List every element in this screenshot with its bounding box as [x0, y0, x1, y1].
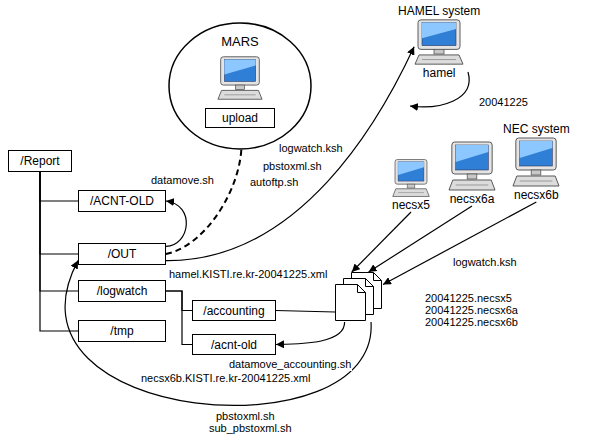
system-name: NEC system	[503, 122, 570, 136]
folder-box: /logwatch	[78, 280, 166, 302]
folder-name: /logwatch	[97, 284, 148, 298]
connector	[166, 291, 192, 345]
computer-icon	[217, 55, 263, 101]
file-name: 20041225.necsx6a	[425, 304, 518, 316]
file-name: 20041225.necsx6b	[425, 316, 518, 328]
folder-name: /accounting	[203, 304, 264, 318]
note-label: sub_pbstoxml.sh	[208, 422, 293, 435]
script-label: datamove.sh	[150, 174, 215, 187]
connector	[383, 202, 536, 285]
connector	[40, 172, 78, 291]
folder-name: /tmp	[110, 324, 133, 338]
script-label: autoftp.sh	[249, 176, 299, 189]
script-label: logwatch.ksh	[452, 256, 518, 269]
folder-box: /Report	[8, 150, 72, 172]
folder-box: /tmp	[78, 320, 166, 342]
connector	[166, 291, 192, 311]
computer-icon	[414, 18, 464, 66]
computer-icon	[512, 136, 560, 188]
file-stack: 20041225.necsx520041225.necsx6a20041225.…	[335, 272, 535, 334]
server-ellipse: MARS upload	[168, 22, 312, 150]
system-name: HAMEL system	[398, 4, 480, 18]
connector	[352, 212, 411, 272]
host-name: hamel	[423, 66, 456, 80]
folder-name: upload	[222, 111, 258, 125]
file-name: 20041225.necsx5	[425, 292, 518, 304]
connector	[40, 172, 78, 201]
computer-node: necsx5	[392, 158, 430, 212]
connector	[40, 172, 78, 254]
computer-node: NEC system necsx6b	[503, 122, 570, 202]
folder-name: /acnt-old	[211, 338, 257, 352]
computer-icon	[448, 140, 496, 192]
folder-box: /OUT	[78, 243, 166, 265]
file-stack-icon	[335, 272, 383, 322]
host-name: necsx6a	[450, 192, 495, 206]
script-label: datamove_accounting.sh	[228, 358, 352, 371]
computer-node: HAMEL system hamel	[398, 4, 480, 80]
connector	[166, 201, 186, 246]
connector	[276, 311, 335, 313]
folder-name: /Report	[20, 154, 59, 168]
folder-name: /OUT	[108, 247, 137, 261]
connector	[276, 322, 345, 345]
computer-node: necsx6a	[448, 140, 496, 206]
server-name: MARS	[168, 34, 312, 49]
note-label: hamel.KISTI.re.kr-20041225.xml	[168, 268, 328, 281]
connector	[65, 261, 371, 406]
folder-name: /ACNT-OLD	[90, 194, 154, 208]
host-name: necsx5	[392, 198, 430, 212]
folder-box: /acnt-old	[192, 334, 276, 355]
connector	[40, 172, 78, 331]
note-label: pbstoxml.sh	[262, 160, 323, 173]
folder-box: /ACNT-OLD	[78, 190, 166, 212]
note-label: logwatch.ksh	[278, 142, 344, 155]
folder-box: upload	[205, 108, 275, 128]
note-label: 20041225	[478, 96, 529, 109]
script-label: necsx6b.KISTI.re.kr-20041225.xml	[140, 372, 311, 385]
host-name: necsx6b	[514, 188, 559, 202]
file-list: 20041225.necsx520041225.necsx6a20041225.…	[425, 292, 518, 328]
folder-box: /accounting	[192, 300, 276, 321]
computer-icon	[392, 158, 430, 198]
